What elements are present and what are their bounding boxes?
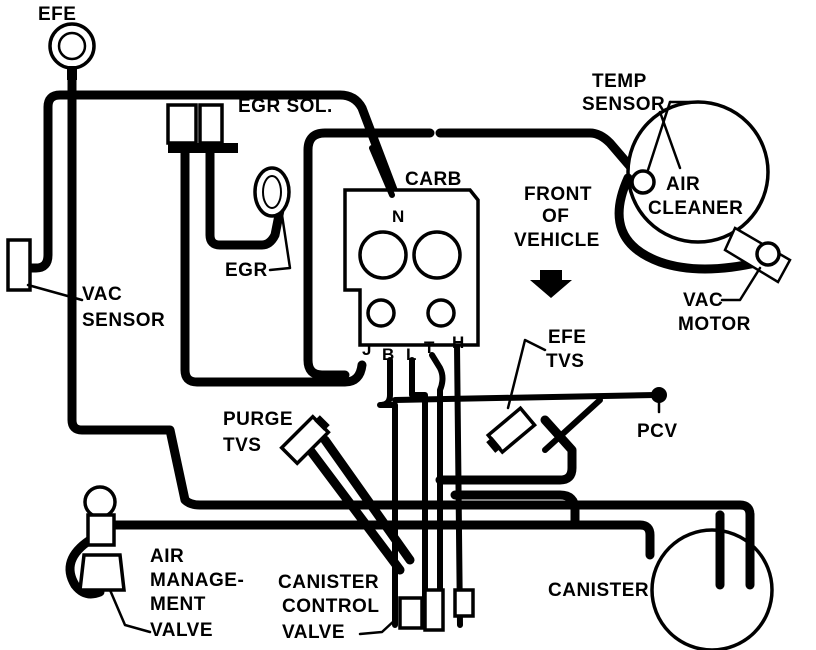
efe-tvs-label-1: EFE [548, 327, 586, 348]
air-cleaner-component [614, 100, 792, 284]
air-mgmt-label-3: MENT [150, 594, 206, 615]
air-mgmt-loop [65, 535, 105, 599]
canister-control-label-2: CONTROL [282, 596, 379, 617]
efe-hose [67, 67, 755, 550]
vac-motor-label-1: VAC [683, 290, 723, 311]
air-mgmt-label-4: VALVE [150, 620, 213, 641]
egr-sol-label: EGR SOL. [238, 96, 333, 117]
air-mgmt-label-2: MANAGE- [150, 570, 244, 591]
canister-control-label-1: CANISTER [278, 572, 379, 593]
pcv-hose [392, 392, 658, 403]
efe-tvs-component [485, 338, 547, 455]
efe-to-carb-hose [15, 90, 77, 273]
purge-tvs-hose [305, 445, 405, 575]
purge-tvs-label-2: TVS [223, 435, 261, 456]
pcv-component [651, 387, 667, 414]
front-label-2: OF [542, 206, 569, 227]
purge-tvs-label-1: PURGE [223, 409, 293, 430]
port-t-label: T [424, 338, 435, 357]
egr-label: EGR [225, 260, 268, 281]
egr-loop-hose [180, 145, 367, 387]
air-mgmt-hose [105, 520, 655, 560]
air-cleaner-hose [303, 128, 435, 380]
air-cleaner-hose-2 [435, 128, 645, 183]
temp-sensor-label-1: TEMP [592, 71, 647, 92]
egr-solenoid-component [166, 103, 238, 153]
air-cleaner-label-2: CLEANER [648, 198, 743, 219]
l-hose [409, 357, 428, 628]
port-n-label: N [392, 207, 405, 226]
t-hose [429, 352, 446, 628]
vacuum-hoses [15, 67, 755, 628]
h-hose [454, 342, 463, 628]
temp-sensor-label-2: SENSOR [582, 94, 665, 115]
b-hose [377, 357, 398, 628]
port-h-label: H [452, 333, 465, 352]
efe-tvs-side-hose [542, 397, 603, 453]
vac-motor-leader [720, 266, 762, 302]
canister-component [650, 510, 774, 650]
carburetor-component [343, 145, 480, 347]
canister-vent-hose [450, 490, 580, 530]
purge-tvs-hose-2 [320, 435, 415, 565]
vac-sensor-label-2: SENSOR [82, 310, 165, 331]
pcv-label: PCV [637, 421, 678, 442]
egr-sol-hose [205, 145, 285, 250]
port-b-label: B [382, 345, 395, 364]
air-cleaner-label-1: AIR [666, 174, 700, 195]
air-mgmt-label-1: AIR [150, 546, 184, 567]
efe-component [48, 22, 96, 80]
carb-label: CARB [405, 169, 462, 190]
vac-sensor-label-1: VAC [82, 284, 122, 305]
air-management-valve-component [78, 485, 152, 634]
vac-motor-label-2: MOTOR [678, 314, 751, 335]
top-run-hose [67, 90, 400, 200]
canister-control-label-3: VALVE [282, 622, 345, 643]
port-j-label: J [362, 340, 372, 359]
vac-sensor-component [6, 238, 84, 302]
down-arrow-icon [530, 270, 572, 298]
canister-control-valve-component [358, 588, 475, 636]
efe-tvs-label-2: TVS [546, 351, 584, 372]
egr-valve-component [253, 166, 292, 272]
port-l-label: L [406, 345, 417, 364]
front-label-3: VEHICLE [514, 230, 600, 251]
efe-label: EFE [38, 4, 76, 25]
purge-tvs-component [279, 414, 331, 466]
efe-tvs-hose [435, 415, 577, 485]
canister-label: CANISTER [548, 580, 649, 601]
front-label-1: FRONT [524, 184, 592, 205]
